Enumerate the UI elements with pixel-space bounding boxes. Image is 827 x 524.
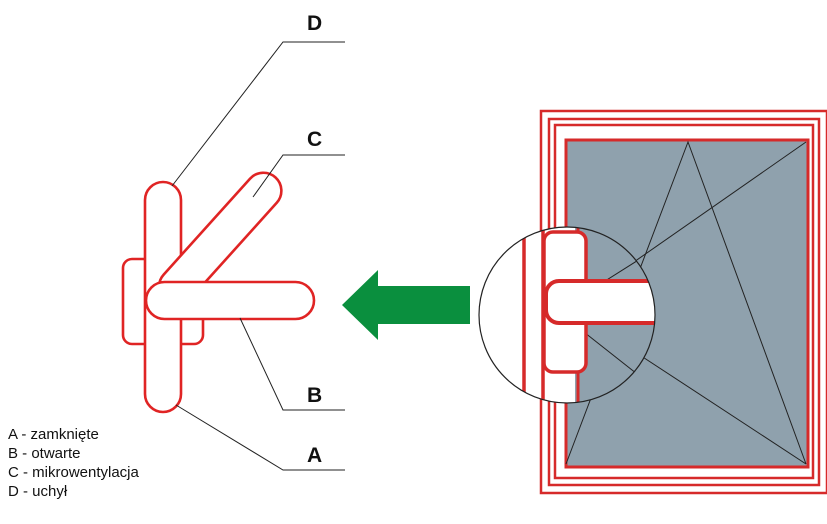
callout-a: A	[307, 444, 322, 467]
handle-position-b-open	[144, 280, 316, 321]
leader-line-d	[171, 41, 345, 187]
callout-b: B	[307, 384, 322, 407]
zoom-handle-lever	[544, 279, 655, 325]
legend-item-b: B - otwarte	[8, 445, 81, 462]
green-arrow-icon	[342, 270, 470, 340]
legend: A - zamknięte B - otwarte C - mikrowenty…	[8, 425, 139, 501]
callout-c: C	[307, 128, 322, 151]
leader-line-b	[239, 317, 345, 411]
zoom-detail	[478, 226, 656, 404]
leader-lines	[171, 41, 345, 471]
legend-item-d: D - uchył	[8, 483, 68, 500]
leader-line-c	[252, 154, 345, 198]
handle-positions	[121, 171, 316, 414]
callout-d: D	[307, 12, 322, 35]
legend-item-c: C - mikrowentylacja	[8, 464, 139, 481]
legend-item-a: A - zamknięte	[8, 426, 99, 443]
leader-line-a	[175, 404, 345, 471]
